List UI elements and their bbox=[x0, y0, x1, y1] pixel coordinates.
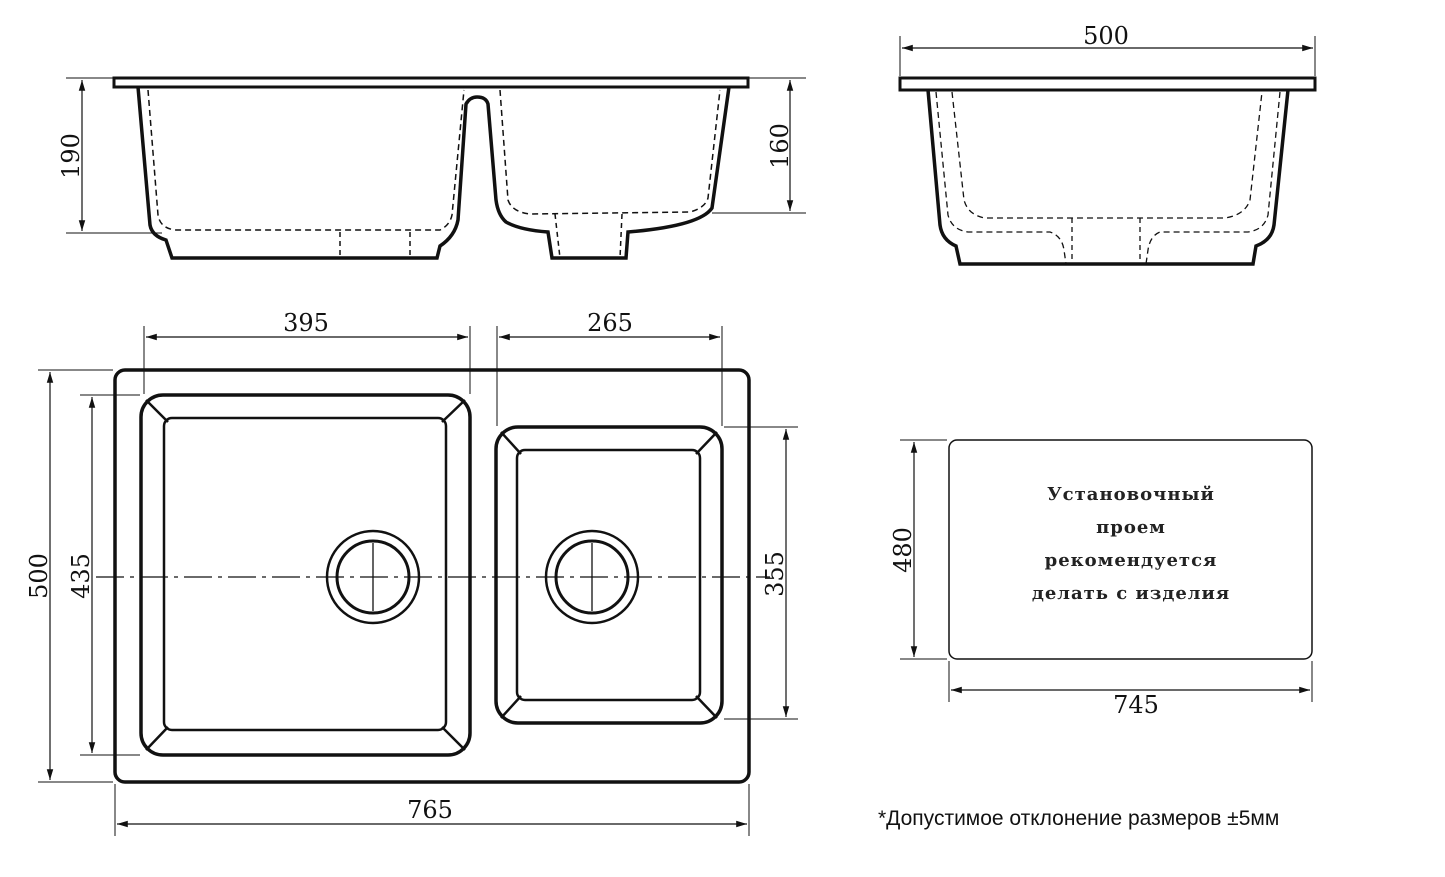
top-view bbox=[38, 326, 798, 836]
side-view-double-bowl bbox=[66, 76, 806, 260]
dim-cutout-width: 745 bbox=[1113, 691, 1159, 719]
cutout-outline bbox=[948, 439, 1313, 660]
right-bowl-inner bbox=[515, 448, 702, 702]
left-bowl-inner bbox=[162, 416, 448, 732]
side-right-bowl-inner bbox=[499, 89, 721, 215]
dim-cutout-height: 480 bbox=[889, 527, 917, 573]
left-bowl-outer bbox=[139, 393, 472, 757]
dim-total-width: 765 bbox=[407, 796, 453, 824]
dim-left-bowl-depth: 435 bbox=[67, 553, 95, 599]
dim-height-right: 160 bbox=[766, 123, 794, 169]
side-single-outline bbox=[926, 89, 1290, 266]
cutout-note-line-2: проем bbox=[1096, 517, 1166, 538]
dim-side-width: 500 bbox=[1083, 22, 1129, 50]
dim-left-bowl-width: 395 bbox=[283, 309, 329, 337]
side-single-rim bbox=[898, 76, 1317, 92]
dim-right-bowl-depth: 355 bbox=[761, 551, 789, 597]
cutout-view bbox=[900, 439, 1313, 702]
side-left-bowl-outline bbox=[136, 86, 731, 260]
side-view-single bbox=[898, 36, 1317, 266]
side-rim bbox=[112, 76, 750, 89]
cutout-note-line-4: делать с изделия bbox=[1032, 583, 1230, 604]
dim-right-bowl-width: 265 bbox=[587, 309, 633, 337]
dim-total-depth: 500 bbox=[25, 553, 53, 599]
cutout-note-line-1: Установочный bbox=[1047, 484, 1215, 505]
right-bowl-outer bbox=[494, 425, 724, 725]
sink-outline bbox=[113, 368, 751, 784]
cutout-note-line-3: рекомендуется bbox=[1045, 550, 1218, 571]
side-left-bowl-inner bbox=[147, 89, 465, 231]
tolerance-footnote: *Допустимое отклонение размеров ±5мм bbox=[878, 807, 1279, 830]
dim-height-left: 190 bbox=[57, 133, 85, 179]
